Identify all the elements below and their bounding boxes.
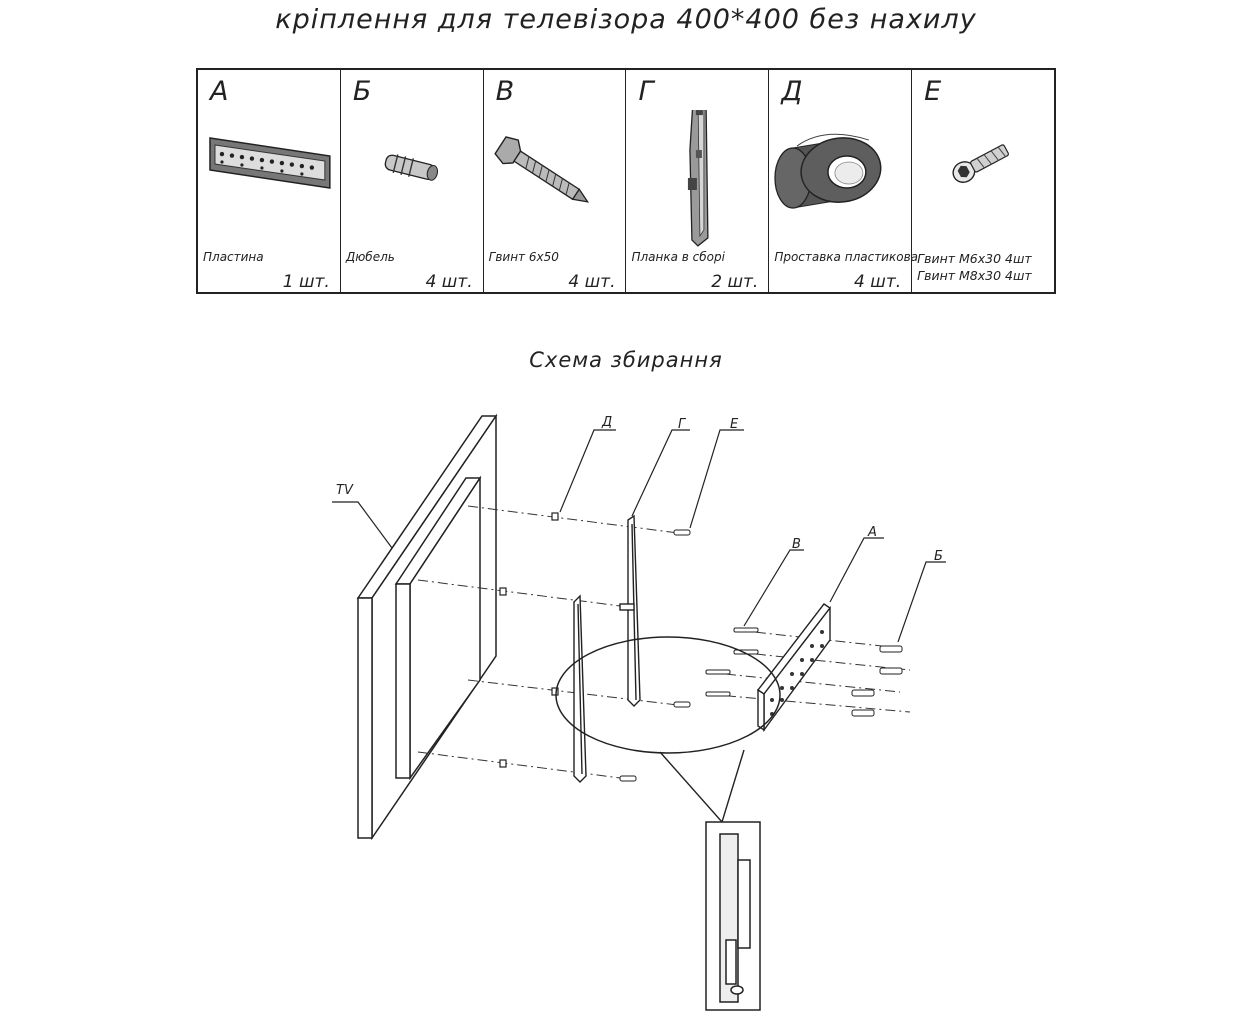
leader-lines xyxy=(332,429,946,643)
part-name: Гвинт 6х50 xyxy=(488,250,559,264)
detail-callout xyxy=(659,749,745,824)
label-v: В xyxy=(792,537,801,552)
dowel-marks xyxy=(851,645,903,717)
part-cell-e: Е Гвинт М6х30 4шт Гвинт М8х30 4шт xyxy=(912,70,1054,292)
part-letter: Г xyxy=(638,76,654,107)
part-name: Проставка пластикова xyxy=(774,250,918,264)
part-letter: Е xyxy=(924,76,942,107)
part-qty: 4 шт. xyxy=(854,272,902,292)
screw-list: Гвинт М6х30 4шт Гвинт М8х30 4шт xyxy=(917,250,1032,284)
part-name: Дюбель xyxy=(345,250,395,264)
screw-marks xyxy=(619,529,691,782)
screw-icon xyxy=(952,144,1010,183)
part-letter: Д xyxy=(781,76,803,107)
page-title: кріплення для телевізора 400*400 без нах… xyxy=(275,4,977,35)
part-letter: В xyxy=(495,76,515,107)
label-d: Д xyxy=(601,415,612,430)
part-name: Планка в сборі xyxy=(631,250,725,264)
bracket-icon xyxy=(688,110,710,247)
parts-table: А Пластина 1 шт. Б xyxy=(196,68,1056,294)
wall-plate xyxy=(756,603,832,733)
bracket-strip-lower xyxy=(573,594,587,783)
bracket-strip-upper xyxy=(619,514,641,707)
spacer-icon xyxy=(774,133,882,209)
tv-panel xyxy=(356,413,498,841)
part-letter: А xyxy=(210,76,229,107)
label-b: Б xyxy=(934,549,943,564)
screw-line: Гвинт М8х30 4шт xyxy=(917,268,1032,283)
label-a: А xyxy=(867,525,877,540)
part-letter: Б xyxy=(352,76,372,107)
bolt-marks xyxy=(705,627,759,697)
label-tv: TV xyxy=(336,483,354,498)
detail-ellipse xyxy=(555,636,781,754)
label-g: Г xyxy=(678,417,687,432)
part-cell-b: Б Дюбель 4 шт. xyxy=(341,70,484,292)
part-cell-g: Г Планка в сборі 2 шт. xyxy=(626,70,770,292)
part-cell-d: Д Проставка пластикова 4 шт. xyxy=(769,70,918,292)
part-qty: 4 шт. xyxy=(568,272,616,292)
part-qty: 2 шт. xyxy=(711,272,759,292)
part-cell-a: А Пластина 1 шт. xyxy=(198,70,341,292)
screw-line: Гвинт М6х30 4шт xyxy=(917,251,1032,266)
assembly-subtitle: Схема збирання xyxy=(529,348,723,372)
dowel-icon xyxy=(384,154,438,181)
part-name: Пластина xyxy=(203,250,264,264)
plate-icon xyxy=(209,137,331,189)
part-cell-v: В Гвинт 6х50 4 шт. xyxy=(484,70,627,292)
bolt-icon xyxy=(493,136,589,203)
spacer-marks xyxy=(499,512,559,768)
detail-inset xyxy=(705,821,761,1011)
part-qty: 4 шт. xyxy=(425,272,473,292)
part-qty: 1 шт. xyxy=(282,272,330,292)
label-e: Е xyxy=(730,417,739,432)
